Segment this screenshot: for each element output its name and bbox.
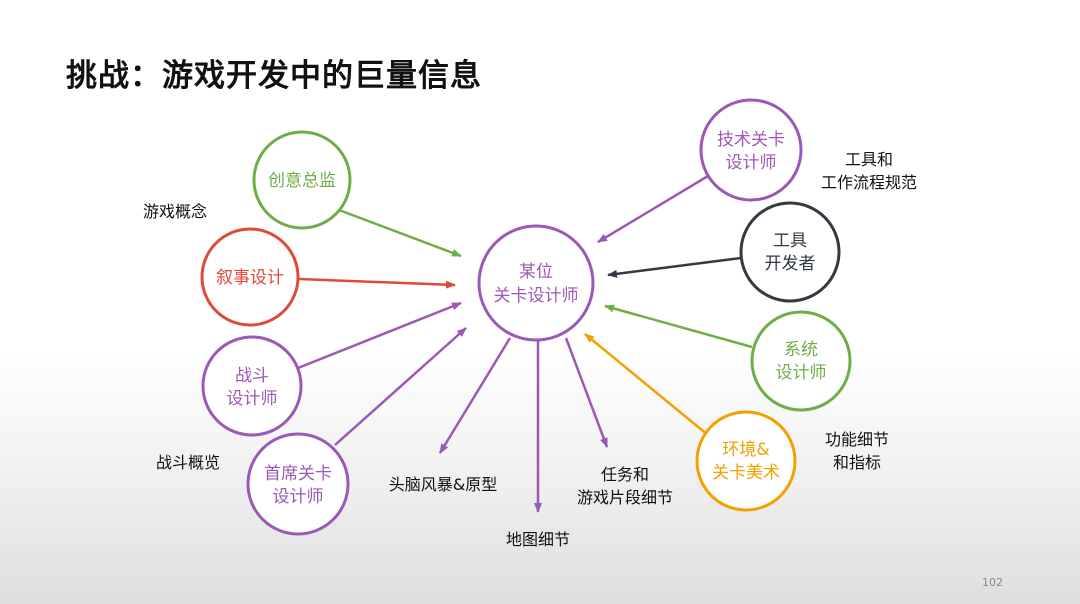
- node-combat-designer-line-2: 设计师: [227, 389, 278, 409]
- node-narrative-design-line-1: 叙事设计: [216, 268, 284, 288]
- label-tasks-line-1: 任务和: [601, 465, 649, 484]
- node-environment-artist: 环境& 关卡美术: [695, 410, 797, 512]
- page-number: 102: [982, 576, 1003, 589]
- arrow-env-to-center: [584, 333, 715, 441]
- node-technical-line-1: 技术关卡: [717, 130, 785, 150]
- label-combat-overview: 战斗概览: [156, 453, 220, 472]
- node-center-level-designer: 某位 关卡设计师: [477, 224, 595, 342]
- label-tasks-line-2: 游戏片段细节: [577, 488, 673, 507]
- node-environment-line-1: 环境&: [722, 440, 769, 460]
- arrow-lead-to-center: [334, 327, 467, 446]
- arrow-narrative-to-center: [298, 277, 456, 289]
- label-map-detail: 地图细节: [506, 530, 570, 549]
- node-combat-designer-line-1: 战斗: [235, 366, 269, 386]
- arrow-creative-to-center: [338, 208, 462, 258]
- arrow-tech-to-center: [597, 174, 709, 244]
- label-tools-workflow-line-1: 工具和: [845, 150, 893, 169]
- node-system-designer-line-2: 设计师: [776, 363, 827, 383]
- node-lead-level-designer-line-2: 设计师: [273, 487, 324, 507]
- arrow-center-to-brainstorm: [438, 337, 512, 454]
- node-tool-developer-line-2: 开发者: [765, 254, 816, 274]
- arrow-center-to-tasks: [564, 337, 609, 448]
- node-system-designer-line-1: 系统: [784, 340, 818, 360]
- node-tool-developer-line-1: 工具: [773, 231, 807, 251]
- node-technical-level-designer: 技术关卡 设计师: [699, 98, 803, 202]
- label-tools-workflow-line-2: 工作流程规范: [821, 173, 917, 192]
- node-narrative-design: 叙事设计: [200, 227, 300, 327]
- arrow-combat-to-center: [297, 301, 462, 370]
- label-function-detail-line-2: 和指标: [833, 453, 881, 472]
- node-lead-level-designer: 首席关卡 设计师: [246, 432, 350, 536]
- node-center-line-2: 关卡设计师: [494, 286, 579, 306]
- label-brainstorm: 头脑风暴&原型: [389, 475, 497, 494]
- node-creative-director: 创意总监: [252, 130, 352, 230]
- node-technical-line-2: 设计师: [726, 153, 777, 173]
- node-tool-developer: 工具 开发者: [739, 201, 841, 303]
- node-center-line-1: 某位: [519, 262, 553, 282]
- arrow-tooldev-to-center: [607, 256, 742, 278]
- label-game-concept: 游戏概念: [143, 202, 207, 221]
- node-system-designer: 系统 设计师: [750, 310, 852, 412]
- node-environment-line-2: 关卡美术: [712, 463, 780, 483]
- node-creative-director-line-1: 创意总监: [268, 171, 336, 191]
- node-lead-level-designer-line-1: 首席关卡: [264, 464, 332, 484]
- arrow-system-to-center: [604, 304, 753, 349]
- node-combat-designer: 战斗 设计师: [201, 335, 303, 437]
- label-function-detail-line-1: 功能细节: [825, 430, 889, 449]
- page-title: 挑战：游戏开发中的巨量信息: [66, 58, 482, 94]
